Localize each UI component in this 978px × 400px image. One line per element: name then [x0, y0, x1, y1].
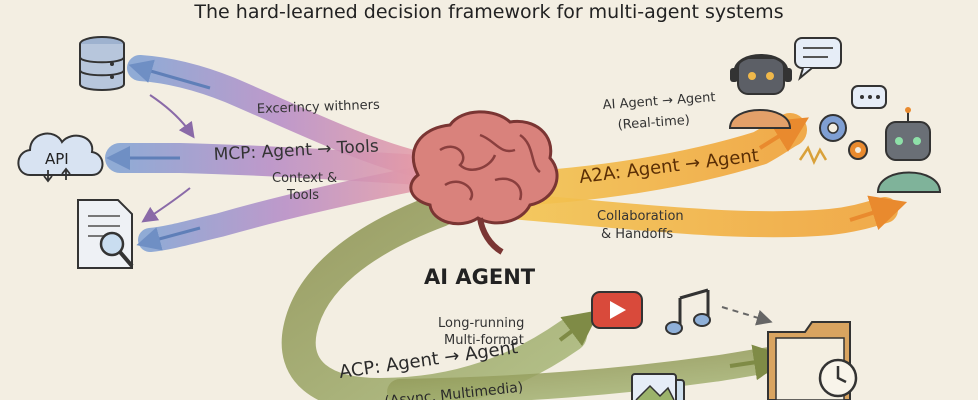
mcp-caption-bottom-line2: Tools: [286, 188, 319, 203]
mcp-caption-top: Excerincy withners: [257, 98, 381, 117]
speech-bubble-small-icon: [851, 85, 887, 109]
api-cloud-icon: [17, 132, 104, 183]
image-stack-icon: [631, 373, 685, 400]
brain-icon: [409, 110, 559, 255]
video-play-icon: [591, 291, 643, 329]
mcp-stream: [105, 55, 435, 252]
a2a-caption-top-line2: (Real-time): [617, 113, 690, 133]
database-icon: [79, 36, 125, 91]
a2a-stream: [483, 113, 908, 238]
center-agent-label: AI AGENT: [424, 265, 536, 289]
api-label: API: [45, 150, 69, 168]
acp-caption-line2: Multi-format: [444, 333, 524, 348]
folder-clock-icon: [767, 321, 858, 400]
mcp-caption-bottom-line1: Context &: [272, 171, 337, 186]
speech-bubble-icon: [794, 37, 842, 81]
page-title: The hard-learned decision framework for …: [194, 1, 784, 23]
document-search-icon: [77, 199, 134, 269]
robot-green-icon: [876, 107, 942, 193]
a2a-caption-bottom-line2: & Handoffs: [601, 227, 673, 242]
robot-headset-icon: [728, 54, 792, 129]
a2a-caption-bottom-line1: Collaboration: [597, 209, 684, 224]
music-note-icon: [665, 288, 711, 335]
acp-caption-line1: Long-running: [438, 316, 524, 331]
a2a-caption-top-line1: AI Agent → Agent: [602, 90, 716, 113]
gears-icon: [798, 114, 868, 165]
